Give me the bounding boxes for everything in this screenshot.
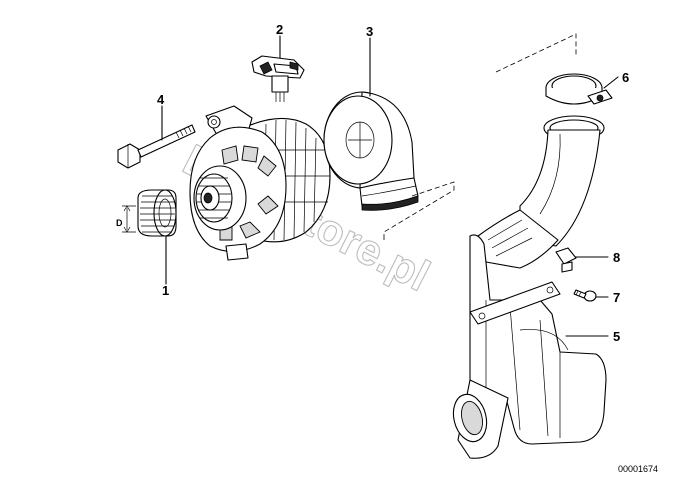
- callout-1: 1: [162, 283, 169, 298]
- alternator: [189, 105, 331, 261]
- part-8-clip-nut: [555, 247, 577, 273]
- leader-6: [603, 76, 619, 89]
- callout-4: 4: [157, 92, 165, 107]
- callout-7: 7: [613, 290, 620, 305]
- part-3-air-duct: [323, 91, 419, 211]
- part-6-hose-clamp: [545, 73, 613, 105]
- part-7-screw: [573, 289, 597, 302]
- callout-3: 3: [366, 24, 373, 39]
- callout-8: 8: [613, 250, 620, 265]
- assembly-line-duct-clamp: [383, 33, 577, 236]
- dimension-d-label: D: [116, 218, 123, 228]
- part-1-pulley: D: [116, 189, 177, 237]
- callout-6: 6: [622, 70, 629, 85]
- diagram-id: 00001674: [618, 464, 658, 474]
- part-5-intake-duct: [452, 115, 607, 459]
- callout-2: 2: [276, 22, 283, 37]
- part-2-regulator: [251, 55, 305, 102]
- callout-5: 5: [613, 329, 620, 344]
- part-4-bolt: [117, 124, 196, 169]
